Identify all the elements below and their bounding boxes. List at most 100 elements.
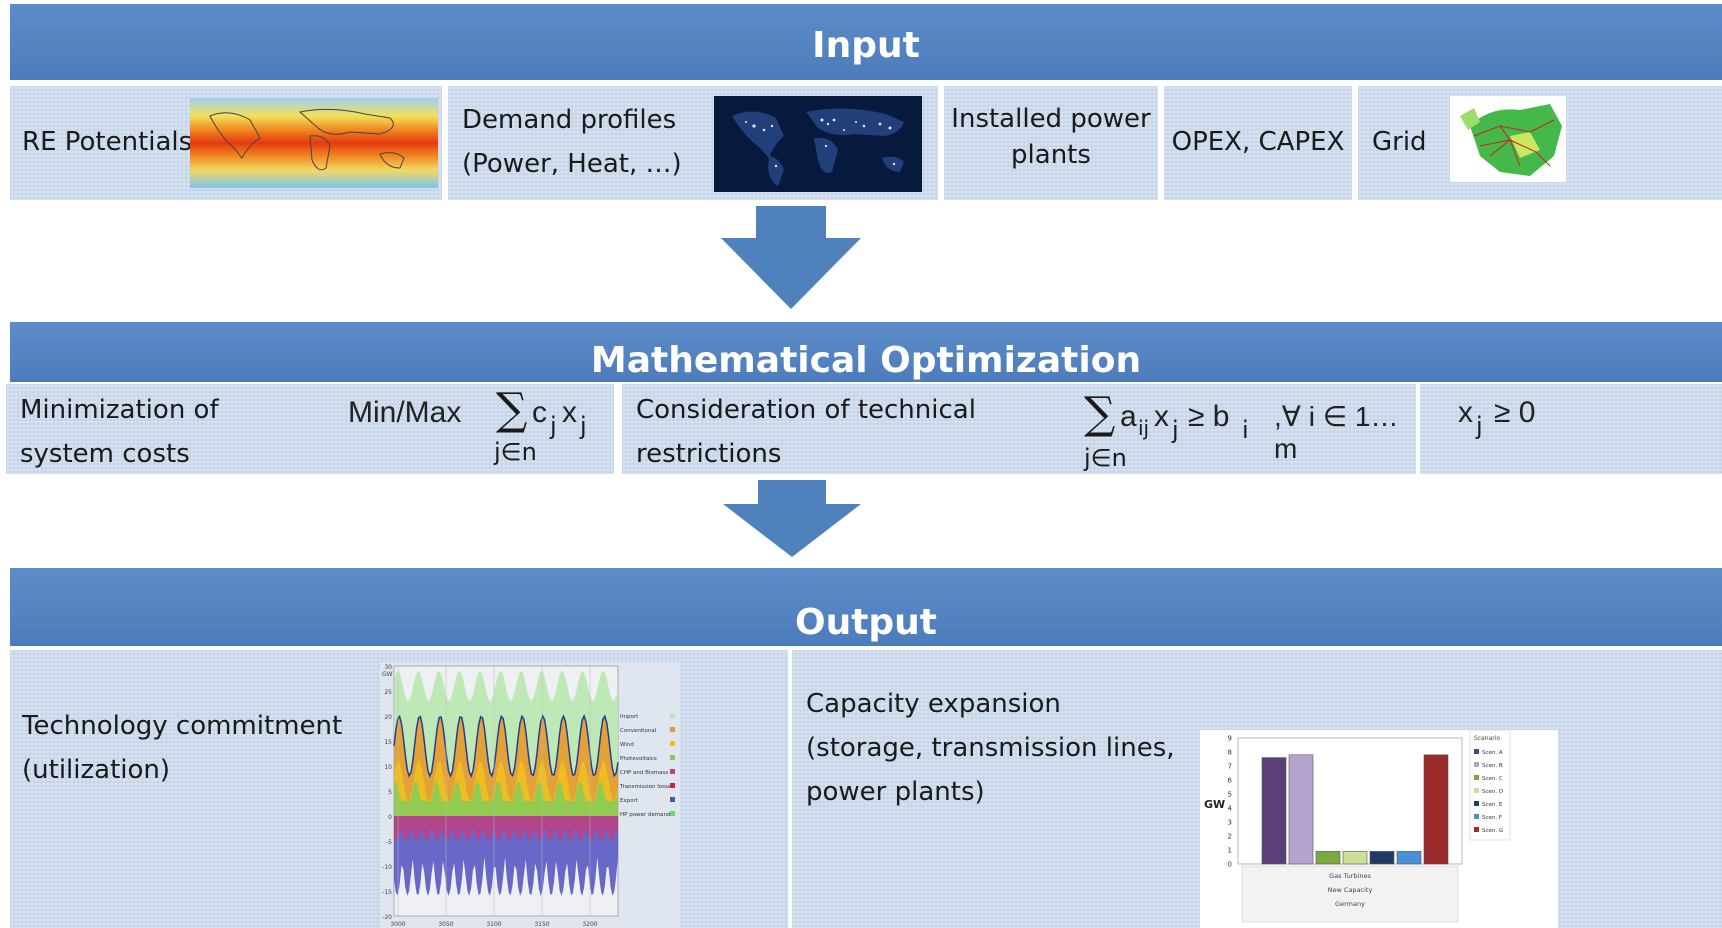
dispatch-legend-label: Wind [620,742,634,748]
cap-ytick: 9 [1228,735,1232,743]
cap-ytick: 1 [1228,847,1232,855]
dispatch-legend-label: Export [620,798,639,804]
dispatch-ytick: -10 [382,864,392,871]
installed-plants-line2: plants [1011,140,1091,170]
dispatch-legend-label: Conventional [620,728,657,734]
dispatch-ytick: -20 [382,914,392,921]
output-header: Output [10,568,1722,646]
input-header: Input [10,4,1722,80]
input-title: Input [812,25,920,66]
dispatch-legend-label: Import [620,714,639,720]
constraint-b-sub: i [1242,416,1249,444]
cap-bar [1261,757,1287,865]
cap-legend-swatch [1474,749,1479,754]
cap-ytick: 0 [1228,861,1232,869]
cap-bar [1396,851,1422,865]
dispatch-legend-swatch [670,713,675,718]
demand-profiles-cell: Demand profiles (Power, Heat, …) [448,86,938,200]
dispatch-area-3 [394,781,618,816]
dispatch-ytick: 15 [384,739,392,746]
dispatch-legend-label: Transmission losses [619,784,674,790]
constraint-x-sub: j [1172,416,1179,444]
output-title: Output [794,602,938,643]
minimization-line1: Minimization of [20,395,219,425]
dispatch-y-unit: GW [382,671,393,678]
dispatch-legend-swatch [670,769,675,774]
grid-map [1450,96,1566,182]
cap-legend-box [1469,730,1511,841]
constraint-a-sub: ij [1138,416,1150,440]
grid-label: Grid [1372,127,1427,157]
cap-bar [1288,754,1314,865]
cap-xlabel: Germany [1335,900,1365,908]
constraint-index: j∈n [1084,444,1127,472]
installed-plants-cell: Installed power plants [944,86,1158,200]
restrictions-line2: restrictions [636,439,782,469]
cap-ytick: 6 [1228,777,1233,785]
cap-legend-label: Scen. A [1482,750,1503,756]
re-potentials-cell: RE Potentials [10,86,442,200]
demand-profiles-line1: Demand profiles [462,105,677,135]
cap-legend-swatch [1474,775,1479,780]
cap-legend-label: Scen. D [1482,789,1503,795]
dispatch-ytick: -5 [386,839,392,846]
cap-ytick: 5 [1228,791,1232,799]
cap-legend-swatch [1474,788,1479,793]
dispatch-ytick: 25 [384,689,392,696]
objective-x-sub: j [580,412,587,440]
dispatch-legend-label: Photovoltaics [620,756,657,762]
optimization-title: Mathematical Optimization [590,340,1142,381]
nonneg-x-sub: j [1476,412,1483,440]
dispatch-legend-label: CHP and Biomass [620,770,668,776]
night-lights-map [714,96,922,192]
restrictions-line1: Consideration of technical [636,395,976,425]
min-max-label: Min/Max [348,396,462,429]
cap-bar [1315,851,1341,865]
cap-legend-swatch [1474,801,1479,806]
constraint-a: a [1120,400,1137,433]
dispatch-ytick: 20 [384,714,392,721]
dispatch-demand-line [393,713,619,779]
cap-legend-label: Scen. B [1482,763,1503,769]
objective-c: c [532,396,547,429]
down-arrow-2 [723,480,861,557]
cap-bar [1369,851,1395,865]
nonneg-relation: ≥ 0 [1494,396,1536,429]
nonnegativity-cell: x j ≥ 0 [1420,384,1722,474]
dispatch-legend-swatch [670,741,675,746]
cap-bar [1342,851,1368,865]
cap-xlabel: Gas Turbines [1329,872,1371,880]
dispatch-ytick: 30 [384,664,392,671]
cap-y-unit: GW [1204,798,1225,811]
objective-index: j∈n [494,438,537,466]
dispatch-legend-swatch [670,755,675,760]
sum-symbol: ∑ [496,384,528,435]
cap-ytick: 3 [1228,819,1232,827]
objective-x: x [562,396,577,429]
dispatch-ytick: 10 [384,764,392,771]
opex-capex-cell: OPEX, CAPEX [1164,86,1352,200]
cap-bar [1423,754,1449,865]
cap-legend-label: Scen. C [1482,776,1503,782]
constraint-sum-symbol: ∑ [1084,388,1116,439]
demand-profiles-line2: (Power, Heat, …) [462,149,682,179]
minimization-line2: system costs [20,439,190,469]
opex-capex-label: OPEX, CAPEX [1171,127,1345,157]
cap-xlabel-box [1241,865,1459,923]
cap-ytick: 4 [1228,805,1233,813]
cap-ytick: 8 [1228,749,1232,757]
minimization-cell: Minimization of system costs [6,384,334,474]
capacity-line3: power plants) [806,777,985,807]
cap-legend-swatch [1474,762,1479,767]
cap-xlabel: New Capacity [1328,886,1373,894]
cap-legend-title: Scenario [1474,735,1500,742]
constraint-relation: ≥ b [1188,400,1230,433]
dispatch-ytick: -15 [382,889,392,896]
capacity-line2: (storage, transmission lines, [806,733,1175,763]
dispatch-xtick: 3100 [486,921,501,928]
dispatch-legend-swatch [670,783,675,788]
cap-legend-label: Scen. F [1482,815,1502,821]
constraint-x: x [1154,400,1169,433]
